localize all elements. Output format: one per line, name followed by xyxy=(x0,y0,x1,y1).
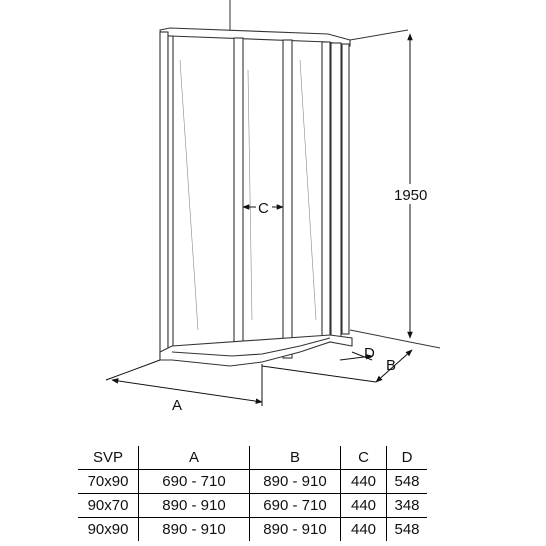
table-cell: 440 xyxy=(340,493,387,518)
table-cell: 890 - 910 xyxy=(138,493,250,518)
table-header-row: SVP A B C D xyxy=(78,446,427,470)
column-header: C xyxy=(340,446,387,470)
table-cell: 890 - 910 xyxy=(249,469,341,494)
column-header: B xyxy=(249,446,341,470)
column-header: A xyxy=(138,446,250,470)
dimension-b-label: B xyxy=(386,357,396,374)
table-cell: 890 - 910 xyxy=(138,517,250,541)
table-cell: 440 xyxy=(340,469,387,494)
table-cell: 548 xyxy=(386,469,427,494)
glass-reflections xyxy=(179,59,317,331)
column-header: SVP xyxy=(78,446,139,470)
table-cell: 690 - 710 xyxy=(138,469,250,494)
height-label: 1950 xyxy=(394,187,427,204)
column-header: D xyxy=(386,446,427,470)
size-table: SVP A B C D 70x90 690 - 710 890 - 910 44… xyxy=(78,446,427,541)
dimension-a-label: A xyxy=(172,397,182,414)
dimension-d-label: D xyxy=(364,345,375,362)
table-row: 90x70 890 - 910 690 - 710 440 348 xyxy=(78,493,427,518)
table-cell: 90x90 xyxy=(87,521,129,538)
wall-lines xyxy=(229,0,441,349)
dimension-lines xyxy=(105,33,413,406)
table-row: 90x90 890 - 910 890 - 910 440 548 xyxy=(78,517,427,541)
table-cell: 890 - 910 xyxy=(249,517,341,541)
shower-enclosure-diagram: 1950 A B C D xyxy=(105,0,441,414)
dimension-c-label: C xyxy=(258,200,269,217)
table-cell: 690 - 710 xyxy=(249,493,341,518)
table-cell: 440 xyxy=(340,517,387,541)
table-cell: 70x90 xyxy=(78,469,139,494)
table-cell: 548 xyxy=(386,517,427,541)
enclosure-frame xyxy=(159,27,353,367)
table-cell: 348 xyxy=(386,493,427,518)
table-row: 70x90 690 - 710 890 - 910 440 548 xyxy=(78,469,427,494)
table-cell: 90x70 xyxy=(78,493,139,518)
